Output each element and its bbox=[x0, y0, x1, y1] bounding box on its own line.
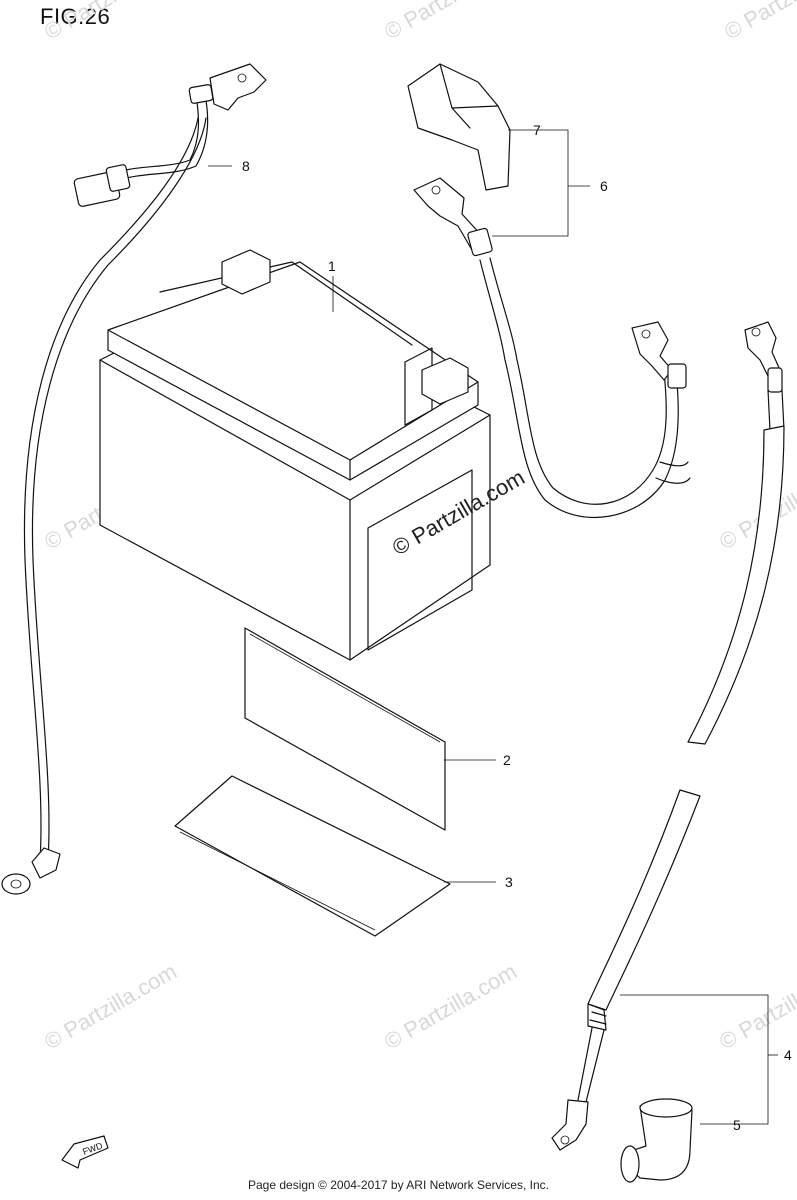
callout-2: 2 bbox=[503, 752, 511, 768]
part-2-pad bbox=[244, 627, 446, 831]
watermark-faint: © Partzilla.com bbox=[380, 959, 521, 1055]
watermark-faint: © Partzilla.com bbox=[40, 0, 181, 44]
watermark-faint: © Partzilla.com bbox=[720, 0, 797, 44]
callout-4: 4 bbox=[784, 1047, 792, 1063]
callout-6: 6 bbox=[600, 178, 608, 194]
callout-7: 7 bbox=[533, 122, 541, 138]
fwd-arrow-icon: FWD bbox=[61, 1135, 109, 1169]
watermark-faint: © Partzilla.com bbox=[715, 959, 797, 1055]
part-3-pad bbox=[174, 775, 451, 937]
part-7-terminal-cover bbox=[407, 63, 511, 191]
page-footer: Page design © 2004-2017 by ARI Network S… bbox=[247, 1178, 549, 1192]
part-4-long-cable bbox=[551, 321, 785, 1151]
part-8-negative-cable bbox=[1, 63, 267, 895]
callout-3: 3 bbox=[505, 874, 513, 890]
figure-title: FIG.26 bbox=[40, 4, 111, 29]
watermark-faint: © Partzilla.com bbox=[40, 959, 181, 1055]
callout-8: 8 bbox=[242, 158, 250, 174]
part-1-battery bbox=[99, 249, 491, 661]
leader-lines bbox=[208, 129, 778, 1125]
part-6-positive-cable bbox=[413, 177, 691, 519]
part-5-terminal-boot bbox=[620, 1098, 693, 1183]
watermark-faint: © Partzilla.com bbox=[380, 0, 521, 44]
callout-5: 5 bbox=[733, 1117, 741, 1133]
callout-1: 1 bbox=[328, 258, 336, 274]
